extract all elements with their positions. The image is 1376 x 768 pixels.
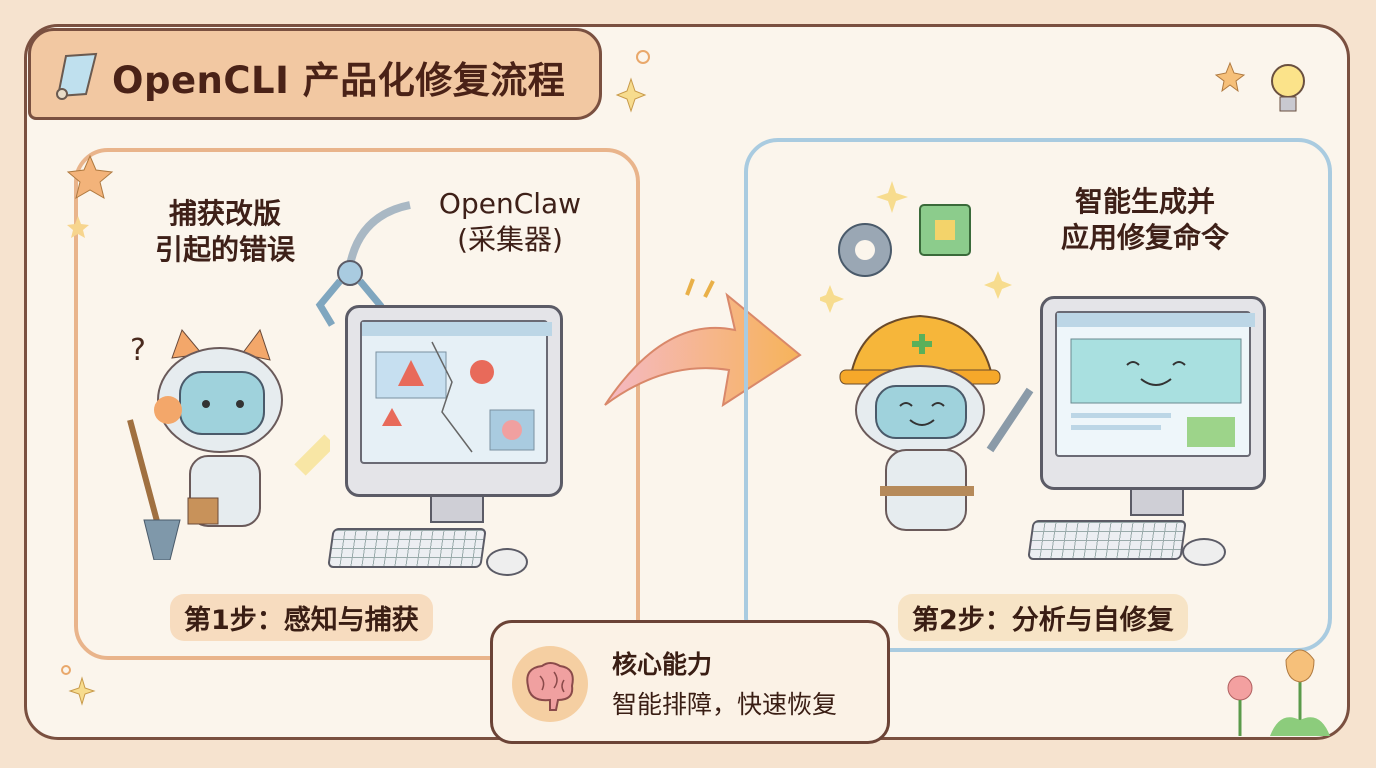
happy-screen	[1057, 313, 1255, 447]
error-screen	[362, 322, 552, 453]
brain-icon	[526, 662, 574, 711]
confused-robot: ?	[127, 328, 330, 560]
caption-line: 引起的错误	[154, 233, 295, 266]
label-line: OpenClaw	[438, 187, 582, 220]
lightbulb-icon	[1214, 61, 1305, 112]
monitor-stand	[430, 495, 484, 523]
mouse	[1182, 538, 1226, 566]
broken-monitor	[345, 305, 563, 497]
step2-caption: 智能生成并 应用修复命令	[1040, 184, 1250, 256]
core-title: 核心能力	[612, 650, 713, 679]
wrench-icon	[986, 387, 1034, 453]
step1-label: 第1步：感知与捕获	[170, 594, 433, 641]
step2-panel	[744, 138, 1332, 652]
openclaw-label: OpenClaw (采集器)	[420, 186, 600, 258]
label-line: (采集器)	[457, 223, 563, 256]
gear-chip-icons	[820, 181, 1012, 313]
caption-line: 应用修复命令	[1060, 221, 1229, 254]
sparkle-icon	[61, 665, 96, 706]
caption-line: 捕获改版	[168, 197, 281, 230]
happy-robot	[839, 314, 1034, 531]
scroll-icon	[56, 52, 98, 100]
alert-icon	[470, 360, 494, 384]
claw-icon	[315, 201, 411, 327]
keyboard	[327, 528, 487, 568]
warning-icon	[398, 360, 424, 386]
star-icon	[66, 154, 114, 238]
page-title: OpenCLI 产品化修复流程	[112, 59, 566, 102]
step1-caption: 捕获改版 引起的错误	[130, 196, 320, 268]
svg-text:?: ?	[130, 333, 146, 368]
keyboard	[1027, 520, 1187, 560]
flowers-icon	[1227, 649, 1330, 736]
fixed-monitor	[1040, 296, 1266, 490]
title-banner	[28, 28, 602, 120]
step1-panel	[74, 148, 640, 660]
flow-arrow	[604, 278, 802, 408]
caption-line: 智能生成并	[1074, 185, 1215, 218]
step2-label: 第2步：分析与自修复	[898, 594, 1188, 641]
core-subtitle: 智能排障，快速恢复	[612, 690, 838, 719]
sparkle-icon	[615, 50, 650, 113]
monitor-stand	[1130, 488, 1184, 516]
mouse	[486, 548, 528, 576]
